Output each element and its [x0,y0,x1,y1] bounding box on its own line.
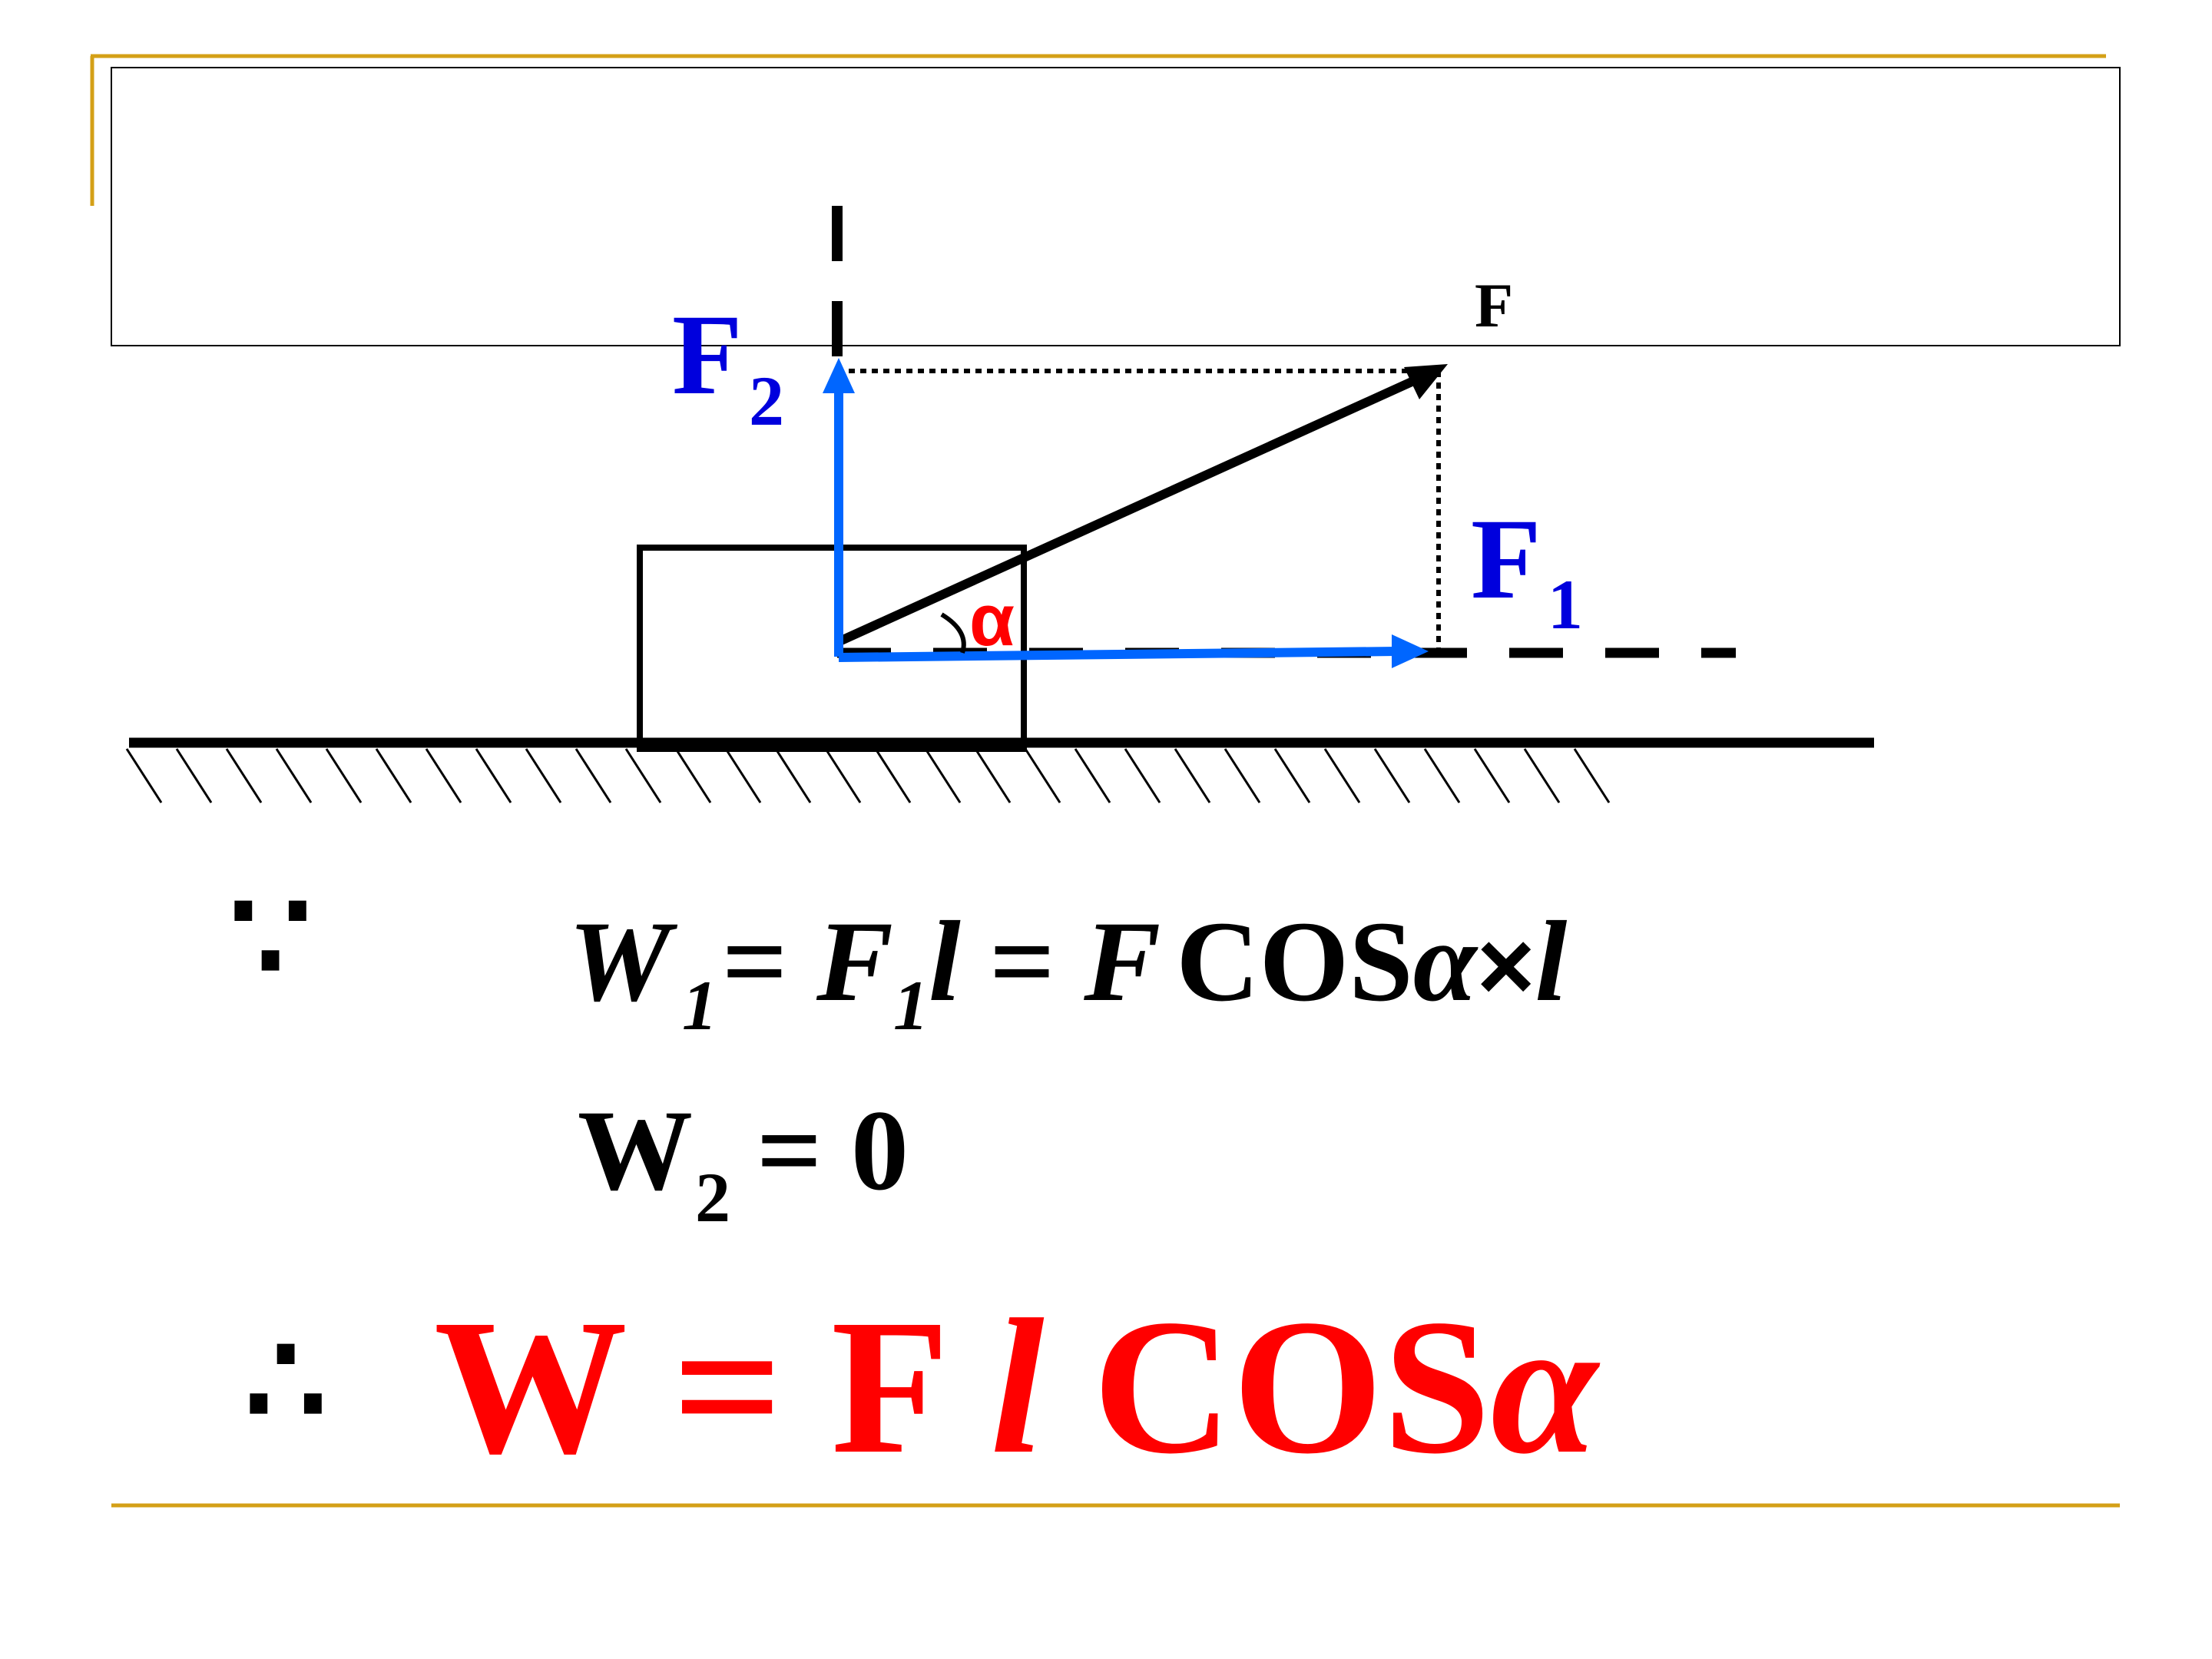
title-frame [111,67,2121,346]
therefore-symbol: ∴ [244,1309,327,1453]
hatch-mark [525,748,562,803]
hatch-mark [225,748,263,803]
hatch-mark [824,748,862,803]
hatch-mark [1423,748,1461,803]
w2-equation: W2= 0 [578,1087,909,1237]
hatch-mark [1174,748,1211,803]
hatch-mark [175,748,213,803]
f1-label: F1 [1471,495,1583,644]
hatch-mark [275,748,313,803]
f2-label: F2 [672,291,784,440]
hatch-mark [974,748,1012,803]
hatch-mark [1024,748,1061,803]
result-equation: W = F l COSα [434,1279,1601,1494]
because-symbol: ∵ [229,866,312,1010]
hatch-mark [1323,748,1361,803]
hatch-mark [774,748,812,803]
hatch-mark [475,748,512,803]
hatch-mark [1473,748,1511,803]
hatch-mark [1124,748,1161,803]
hatch-mark [575,748,612,803]
component-f1-arrow [838,647,1397,662]
force-arrowhead [1404,364,1448,399]
force-label: F [1475,270,1513,340]
force-arrow [837,370,1429,646]
hatch-mark [125,748,163,803]
hatch-mark [1224,748,1261,803]
hatch-mark [375,748,412,803]
hatch-mark [325,748,363,803]
hatch-mark [1273,748,1311,803]
angle-label: α [969,579,1015,661]
component-f2-arrowhead [823,358,855,393]
component-f1-arrowhead [1392,634,1429,668]
hatch-mark [1074,748,1111,803]
hatch-mark [624,748,662,803]
hatch-mark [1573,748,1611,803]
hatch-mark [425,748,462,803]
hatch-mark [1523,748,1561,803]
hatch-mark [924,748,962,803]
hatch-mark [724,748,762,803]
angle-arc [940,612,966,654]
hatch-mark [674,748,712,803]
hatch-mark [874,748,912,803]
ground-hatching [125,748,1611,803]
block [637,545,1027,752]
hatch-mark [1373,748,1411,803]
